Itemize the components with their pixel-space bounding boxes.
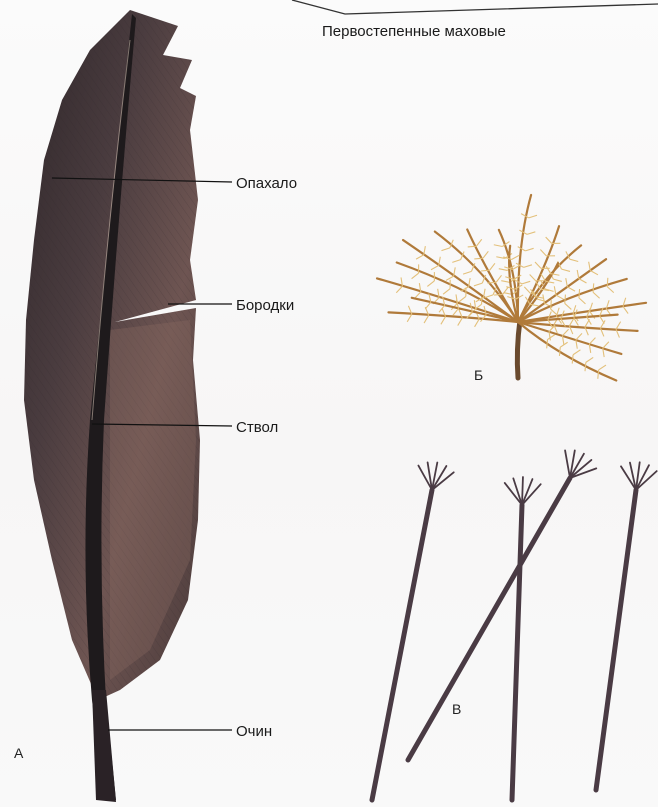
panel-label-a: А (14, 745, 24, 761)
label-shaft: Ствол (236, 419, 278, 436)
label-barbs: Бородки (236, 297, 294, 314)
filoplumes-v (372, 450, 657, 800)
label-quill: Очин (236, 723, 272, 740)
panel-label-b: Б (474, 367, 483, 383)
down-feather-b (377, 195, 646, 381)
frame-line (292, 0, 658, 14)
panel-label-v: В (452, 701, 461, 717)
feather-quill (92, 690, 116, 802)
title-primary-remiges: Первостепенные маховые (322, 23, 506, 40)
feather-a (24, 10, 200, 802)
label-vane: Опахало (236, 175, 297, 192)
